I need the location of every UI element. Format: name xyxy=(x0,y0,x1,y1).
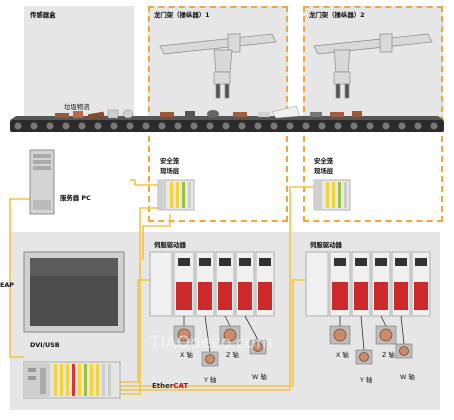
gantry-robot-2 xyxy=(313,33,433,99)
safety-cage-2-label: 安全笼 xyxy=(314,157,334,165)
safety-cage-1-label: 安全笼 xyxy=(160,157,180,165)
conveyor-belt xyxy=(10,116,444,132)
watermark: TIAOdeco.com xyxy=(150,333,273,353)
server-pc-tower xyxy=(29,149,55,215)
server-pc-label: 服务器 PC xyxy=(60,194,91,202)
safety-cage-2 xyxy=(303,6,443,222)
io-terminal-1 xyxy=(157,179,195,211)
axis-x2-label: X 轴 xyxy=(336,351,349,359)
eap-label: EAP xyxy=(0,281,14,289)
axis-x1-label: X 轴 xyxy=(180,351,193,359)
axis-w2-label: W 轴 xyxy=(400,373,415,381)
dvi-usb-label: DVI/USB xyxy=(30,341,60,349)
io-terminal-2 xyxy=(313,179,351,211)
sensor-box-label: 传感器盒 xyxy=(30,11,56,19)
axis-y1-label: Y 轴 xyxy=(204,376,217,384)
servo-motors-2 xyxy=(329,325,413,365)
gantry1-label: 龙门架（操纵器）1 xyxy=(154,11,210,19)
waste-items xyxy=(55,105,362,120)
embedded-pc xyxy=(23,361,121,399)
field-layer-1-label: 现场层 xyxy=(160,167,180,175)
field-layer-2-label: 现场层 xyxy=(314,167,334,175)
servo-drive-2-label: 伺服驱动器 xyxy=(310,241,342,249)
gantry2-label: 龙门架（操纵器）2 xyxy=(309,11,365,19)
servo-motors-1 xyxy=(173,325,267,367)
servo-drive-1-label: 伺服驱动器 xyxy=(154,241,186,249)
gantry2-zone xyxy=(303,6,443,120)
ethercat-logo: EtherCAT xyxy=(152,383,188,390)
axis-w1-label: W 轴 xyxy=(252,373,267,381)
control-panel-monitor xyxy=(23,251,125,333)
axis-z1-label: Z 轴 xyxy=(226,351,239,359)
ethercat-logo-cat: CAT xyxy=(173,382,189,390)
servo-drive-group-2 xyxy=(305,251,431,317)
axis-y2-label: Y 轴 xyxy=(360,376,373,384)
ethercat-logo-ether: Ether xyxy=(152,382,174,390)
axis-z2-label: Z 轴 xyxy=(382,351,395,359)
sensor-zone xyxy=(24,6,134,120)
waste-flow-label: 垃圾物流 xyxy=(64,103,90,111)
servo-drive-group-1 xyxy=(149,251,275,317)
gantry-robot-1 xyxy=(159,33,277,99)
